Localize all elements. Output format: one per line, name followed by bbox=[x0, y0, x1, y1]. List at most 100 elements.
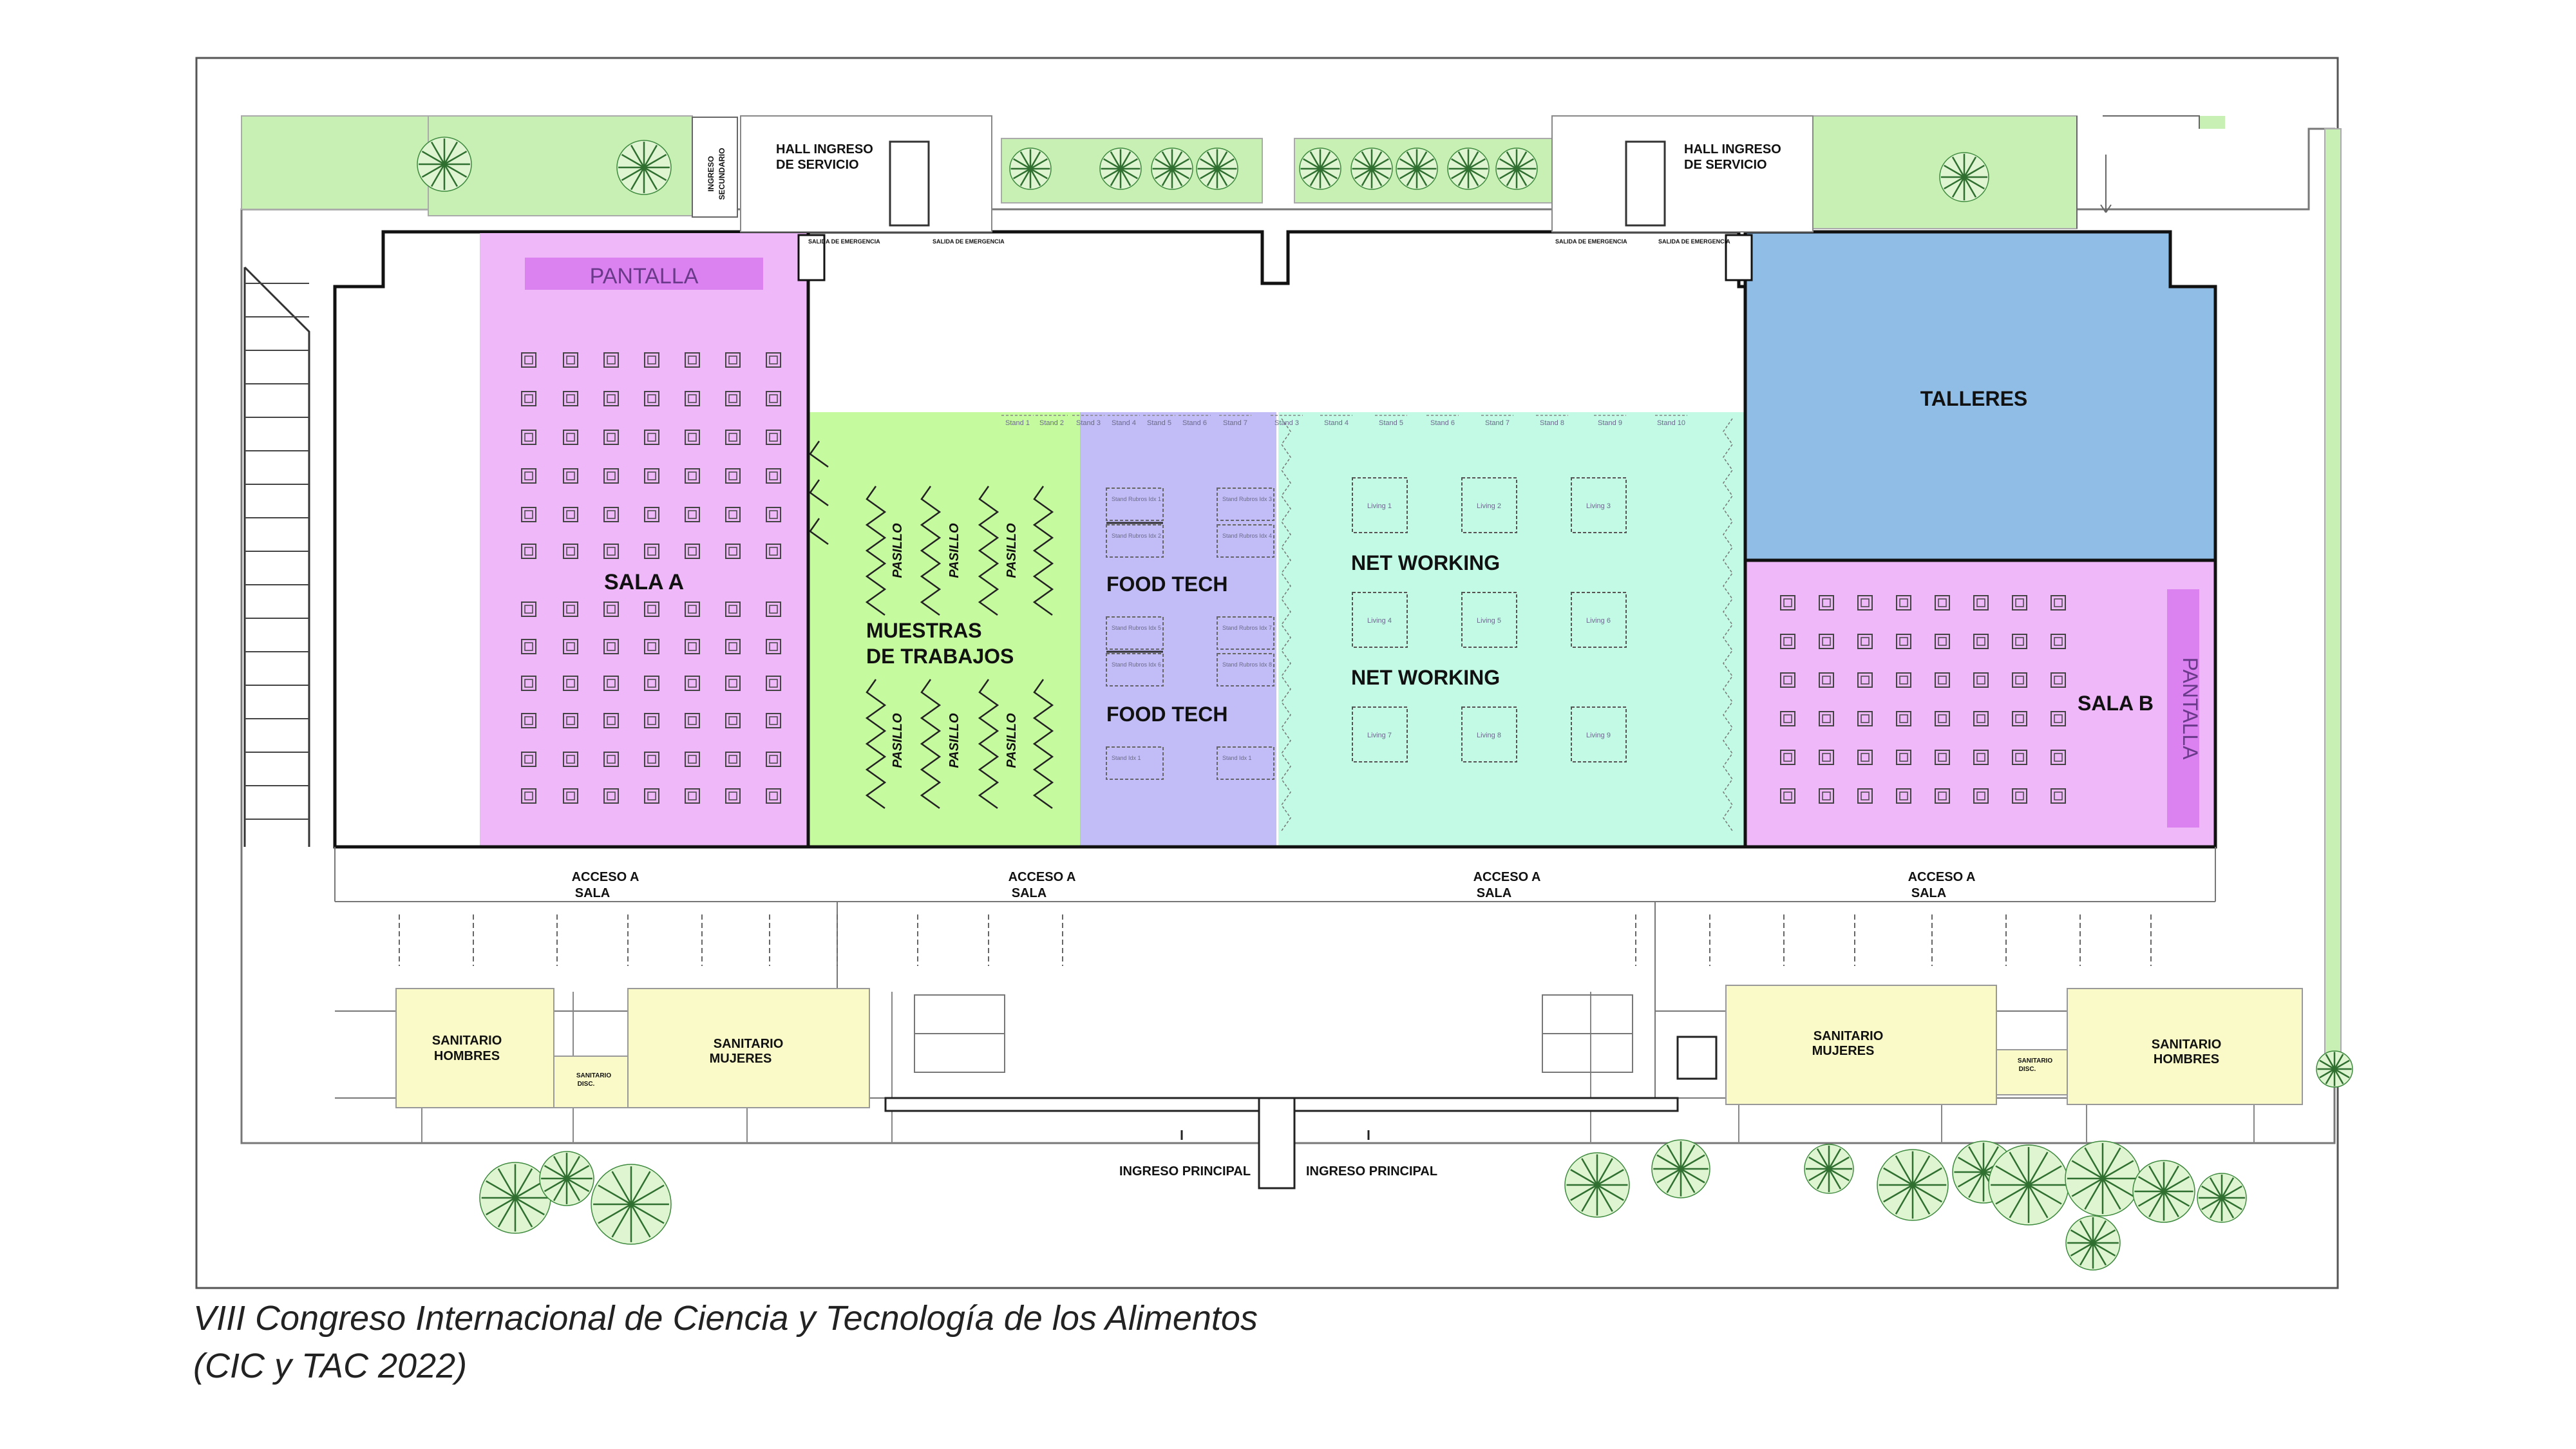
stand-top-label: Stand 6 bbox=[1430, 419, 1455, 427]
seat bbox=[725, 639, 741, 654]
seat bbox=[563, 676, 578, 691]
service-hall-right: HALL INGRESO DE SERVICIO SALIDA DE EMERG… bbox=[1551, 115, 1814, 281]
salida-right-2: SALIDA DE EMERGENCIA bbox=[1658, 238, 1730, 245]
seat bbox=[603, 713, 619, 728]
living-label: Living 4 bbox=[1367, 617, 1392, 625]
seat bbox=[603, 752, 619, 767]
sanitario-mujeres-left-1: SANITARIO bbox=[714, 1037, 784, 1051]
zigzag-wall bbox=[978, 486, 999, 616]
zigzag-wall bbox=[920, 486, 942, 616]
seat bbox=[644, 788, 659, 804]
living-box bbox=[1461, 592, 1517, 648]
seat bbox=[644, 713, 659, 728]
zigzag-wall bbox=[865, 679, 887, 810]
living-label: Living 9 bbox=[1586, 732, 1611, 739]
zigzag-wall bbox=[920, 679, 942, 810]
seat bbox=[2012, 788, 2027, 804]
sanitarios-right bbox=[1725, 985, 2303, 1105]
seat bbox=[603, 639, 619, 654]
road bbox=[2076, 115, 2200, 229]
sala-b-seats bbox=[1780, 595, 2066, 804]
seat bbox=[725, 752, 741, 767]
acceso-a-1-line1: ACCESO A bbox=[572, 870, 639, 884]
seat bbox=[2012, 750, 2027, 765]
living-label: Living 8 bbox=[1477, 732, 1501, 739]
sala-a-area bbox=[480, 233, 808, 846]
seat bbox=[521, 391, 536, 406]
seat bbox=[1780, 750, 1795, 765]
sanitarios-left bbox=[395, 988, 870, 1108]
sala-a-label: SALA A bbox=[604, 570, 684, 594]
food-tech-stand bbox=[1217, 616, 1274, 650]
seat bbox=[2012, 672, 2027, 688]
sanitario-hombres-left-2: HOMBRES bbox=[434, 1049, 500, 1063]
building-walls bbox=[335, 232, 2215, 849]
seat bbox=[644, 544, 659, 559]
seat bbox=[521, 639, 536, 654]
sanitario-disc-left-1: SANITARIO bbox=[576, 1072, 611, 1079]
stand-top-label: Stand 3 bbox=[1274, 419, 1299, 427]
seat bbox=[603, 676, 619, 691]
seat bbox=[1973, 750, 1989, 765]
food-tech-stand-label: Stand Rubros Idx 7 bbox=[1222, 625, 1272, 631]
seat bbox=[1935, 595, 1950, 611]
food-tech-stand-label: Stand Rubros Idx 5 bbox=[1112, 625, 1161, 631]
seat bbox=[2050, 595, 2066, 611]
seat bbox=[644, 752, 659, 767]
sala-b-area bbox=[1743, 558, 2217, 849]
stand-top-label: Stand 6 bbox=[1182, 419, 1207, 427]
stand-top-label: Stand 3 bbox=[1076, 419, 1101, 427]
living-box bbox=[1461, 477, 1517, 533]
seat bbox=[1896, 711, 1911, 726]
pasillo-label: PASILLO bbox=[947, 713, 961, 768]
seat bbox=[766, 507, 781, 522]
pasillo-label: PASILLO bbox=[1005, 713, 1019, 768]
hall-right-line1: HALL INGRESO bbox=[1684, 142, 1781, 156]
sanitario-hombres-right-2: HOMBRES bbox=[2154, 1052, 2219, 1066]
sanitario-mujeres-right-1: SANITARIO bbox=[1814, 1029, 1884, 1043]
seat bbox=[1935, 750, 1950, 765]
living-label: Living 1 bbox=[1367, 502, 1392, 510]
seat bbox=[1780, 788, 1795, 804]
seat bbox=[603, 468, 619, 484]
seat bbox=[685, 544, 700, 559]
seat bbox=[725, 676, 741, 691]
seat bbox=[1819, 595, 1834, 611]
seat bbox=[644, 639, 659, 654]
seat bbox=[685, 352, 700, 368]
pasillo-label: PASILLO bbox=[891, 523, 905, 578]
seat bbox=[2012, 634, 2027, 649]
hall-right-line2: DE SERVICIO bbox=[1684, 158, 1767, 172]
service-hall-left: HALL INGRESO DE SERVICIO SALIDA DE EMERG… bbox=[740, 115, 1005, 281]
food-tech-stand bbox=[1106, 488, 1164, 521]
salida-left-1: SALIDA DE EMERGENCIA bbox=[808, 238, 880, 245]
seat bbox=[1896, 595, 1911, 611]
seat bbox=[685, 639, 700, 654]
food-tech-stand bbox=[1106, 524, 1164, 558]
zigzag-wall bbox=[1032, 486, 1054, 616]
food-tech-stand-label: Stand Rubros Idx 1 bbox=[1112, 496, 1161, 502]
pasillo-label: PASILLO bbox=[947, 523, 961, 578]
acceso-a-2-line1: ACCESO A bbox=[1009, 870, 1076, 884]
food-tech-stand bbox=[1106, 616, 1164, 650]
map-caption: VIII Congreso Internacional de Ciencia y… bbox=[193, 1294, 1258, 1390]
networking-edge bbox=[1281, 418, 1291, 831]
stairs-right bbox=[1542, 994, 1633, 1073]
acceso-a-4-line1: ACCESO A bbox=[1908, 870, 1976, 884]
food-tech-stand bbox=[1217, 653, 1274, 687]
seat bbox=[563, 713, 578, 728]
net-working-label-1: NET WORKING bbox=[1351, 551, 1500, 574]
main-entrance bbox=[884, 1097, 1679, 1189]
ingreso-sec-2: SECUNDARIO bbox=[717, 148, 726, 200]
salida-left-2: SALIDA DE EMERGENCIA bbox=[933, 238, 1005, 245]
pantalla-a-label: PANTALLA bbox=[590, 264, 699, 289]
seat bbox=[1857, 595, 1873, 611]
seat bbox=[725, 391, 741, 406]
food-tech-label-1: FOOD TECH bbox=[1106, 573, 1227, 596]
trees bbox=[417, 137, 2353, 1271]
seat bbox=[725, 430, 741, 445]
seat bbox=[644, 601, 659, 617]
